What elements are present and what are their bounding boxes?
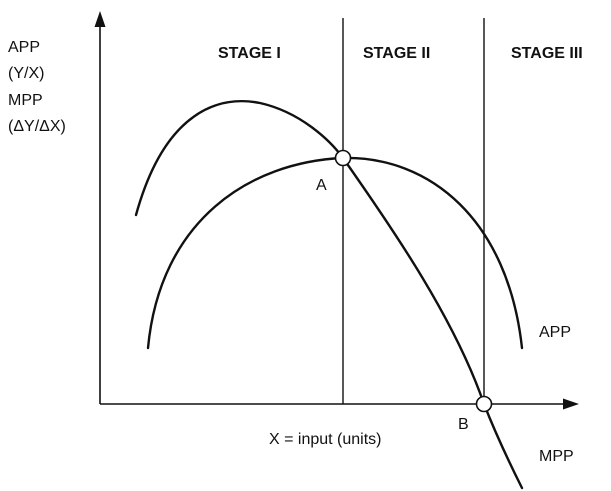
mpp-curve-label: MPP bbox=[539, 448, 574, 465]
stage-2-label: STAGE II bbox=[363, 45, 430, 62]
y-axis-arrowhead bbox=[94, 11, 106, 27]
y-axis-label-mpp: MPP bbox=[8, 92, 43, 109]
stage-3-label: STAGE III bbox=[511, 45, 583, 62]
app-curve-label: APP bbox=[539, 324, 571, 341]
x-axis-label: X = input (units) bbox=[269, 431, 382, 448]
point-a-marker bbox=[334, 149, 352, 167]
axes bbox=[94, 11, 579, 410]
y-axis-label-app: APP bbox=[8, 39, 40, 56]
stage-1-label: STAGE I bbox=[218, 45, 281, 62]
y-axis-label-app-formula: (Y/X) bbox=[8, 65, 44, 82]
app-curve bbox=[146, 156, 524, 350]
point-a-label: A bbox=[316, 177, 327, 194]
point-b-marker bbox=[475, 395, 493, 413]
point-b-label: B bbox=[458, 416, 469, 433]
y-axis-label-mpp-formula: (ΔY/ΔX) bbox=[8, 118, 66, 135]
x-axis-arrowhead bbox=[563, 398, 579, 410]
